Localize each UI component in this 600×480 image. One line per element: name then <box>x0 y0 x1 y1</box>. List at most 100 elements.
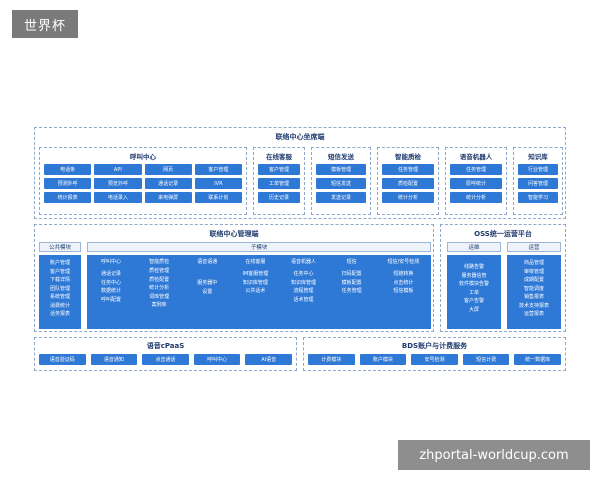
sub-col-title: 短信 <box>346 259 357 265</box>
module-button: 短信发送 <box>316 178 366 189</box>
module-button: 点击通话 <box>142 354 189 365</box>
module-button: AI语音 <box>245 354 292 365</box>
list-item: 短信模板 <box>393 288 414 294</box>
sub-col-title: 语音语通 <box>197 259 218 265</box>
sub-col-title: 短信/安号检测 <box>387 259 420 265</box>
list-item: 系统管理 <box>49 294 70 300</box>
sub-col: 语音机器人 任务中心 知识库管理 流程管理 话术管理 <box>279 255 327 329</box>
module-button: 统计分析 <box>382 192 434 203</box>
module-button: 任务管理 <box>382 164 434 175</box>
seat-box-voice-robot: 语音机器人 任务管理 原呼统计 统计分析 <box>445 147 507 215</box>
module-button: 预测外呼 <box>44 178 92 189</box>
list-item: 点击统计 <box>393 279 414 286</box>
seat-box-sms: 短信发送 模板管理 短信发送 发送记录 <box>311 147 371 215</box>
module-button: 任务管理 <box>450 164 502 175</box>
module-button: 语音验证码 <box>39 354 86 365</box>
module-button: 预览外呼 <box>94 178 142 189</box>
opsb-header: 运营 <box>507 242 561 252</box>
list-item: 运营报表 <box>523 311 544 317</box>
list-item: 话术管理 <box>293 296 314 303</box>
module-button: 呼叫中心 <box>193 354 241 365</box>
list-item: 客户告警 <box>463 298 484 304</box>
list-item: IM客服管理 <box>242 271 269 277</box>
module-button: 原呼统计 <box>450 178 502 189</box>
module-button: 行业管理 <box>518 164 558 175</box>
module-button: 统一数据库 <box>514 354 561 365</box>
sub-col-title: 呼叫中心 <box>101 259 122 265</box>
module-button: 模板管理 <box>316 164 366 175</box>
public-module-header: 公共模块 <box>39 242 81 252</box>
list-item: 消费统计 <box>49 302 70 309</box>
sub-col: 智能质检 质检管理 质检配置 统计分析 词库管理 案例库 <box>135 255 183 329</box>
list-item: 质检配置 <box>149 276 170 283</box>
list-item: 任务管理 <box>341 288 362 294</box>
watermark: zhportal-worldcup.com <box>398 440 590 470</box>
list-item: 模板配置 <box>341 279 362 286</box>
seat-box-quality: 智能质检 任务管理 质检配置 统计分析 <box>377 147 439 215</box>
ops-header: 运维 <box>447 242 501 252</box>
box-title: 语音机器人 <box>459 153 493 161</box>
bds-section: BDS账户与计费服务 计费模块 账户模块 安号检测 短信计费 统一数据库 <box>303 337 566 371</box>
list-item: 流程管理 <box>293 288 314 294</box>
sub-col-title: 在线客服 <box>245 259 266 265</box>
oss-section-title: OSS统一运营平台 <box>474 230 532 238</box>
module-button: 问答管理 <box>518 178 558 189</box>
list-item: 短链转换 <box>393 271 414 277</box>
sub-col-title: 智能质检 <box>149 259 170 265</box>
mgmt-section: 联络中心管理端 公共模块 子模块 账户管理 客户管理 下载详情 团队管理 系统管… <box>34 224 434 332</box>
module-button: API <box>94 164 142 175</box>
cpaas-section: 语音cPaaS 语音验证码 语音通知 点击通话 呼叫中心 AI语音 <box>34 337 297 371</box>
list-item: 客户管理 <box>49 268 70 275</box>
cpaas-section-title: 语音cPaaS <box>146 342 185 350</box>
seat-section-title: 联络中心坐席端 <box>275 133 325 141</box>
list-item: 统计分析 <box>149 285 170 291</box>
box-title: 在线客服 <box>266 153 292 161</box>
list-item: 质检管理 <box>149 268 170 274</box>
box-title: 智能质检 <box>395 153 421 161</box>
list-item: 服务器信管 <box>461 272 487 279</box>
sub-col: 语音语通 服务器中 设置 <box>183 255 231 329</box>
list-item: 下载详情 <box>49 277 70 283</box>
sub-module-panel: 呼叫中心 通话记录 任务中心 数据统计 呼叫配置 智能质检 质检管理 质检配置 … <box>87 255 431 329</box>
module-button: 智能学习 <box>518 192 558 203</box>
module-button: IVR <box>194 178 242 189</box>
list-item: 审核管理 <box>523 268 544 275</box>
module-button: 历史记录 <box>258 192 300 203</box>
list-item: 技术支持报表 <box>518 302 549 309</box>
module-button: 语音通知 <box>90 354 138 365</box>
module-button: 质检配置 <box>382 178 434 189</box>
bds-section-title: BDS账户与计费服务 <box>401 342 468 350</box>
seat-section: 联络中心坐席端 呼叫中心 电话条 API 网页 客户管理 预测外呼 预览外呼 通… <box>34 127 566 219</box>
module-button: 账户模块 <box>359 354 407 365</box>
ops-panel: 线路告警 服务器信管 软件模块告警 工单 客户告警 大屏 <box>447 255 501 329</box>
module-button: 短信计费 <box>462 354 510 365</box>
module-button: 电话条 <box>44 164 92 175</box>
module-button: 客户管理 <box>194 164 242 175</box>
list-item: 扫码配置 <box>341 271 362 277</box>
module-button: 网页 <box>144 164 192 175</box>
sub-col: 短信 扫码配置 模板配置 任务管理 <box>328 255 376 329</box>
list-item: 呼叫配置 <box>101 296 122 303</box>
module-button: 来电弹屏 <box>144 192 192 203</box>
module-button: 通话记录 <box>144 178 192 189</box>
list-item: 团队管理 <box>49 285 70 292</box>
list-item: 话务报表 <box>49 311 70 317</box>
box-title: 短信发送 <box>328 153 354 161</box>
list-item: 服务器中 <box>197 280 218 286</box>
oss-section: OSS统一运营平台 运维 运营 线路告警 服务器信管 软件模块告警 工单 客户告… <box>440 224 566 332</box>
sub-col: 在线客服 IM客服管理 知识库管理 公共话术 <box>231 255 279 329</box>
list-item: 知识库管理 <box>242 279 268 286</box>
module-button: 计费模块 <box>308 354 355 365</box>
list-item: 案例库 <box>151 302 167 308</box>
list-item: 知识库管理 <box>290 279 316 286</box>
corner-tag: 世界杯 <box>12 10 78 38</box>
list-item: 公共话术 <box>245 288 266 294</box>
mgmt-section-title: 联络中心管理端 <box>209 230 259 238</box>
sub-module-header: 子模块 <box>87 242 431 252</box>
list-item: 任务中心 <box>293 271 314 277</box>
module-button: 统计分析 <box>450 192 502 203</box>
list-item: 工单 <box>468 289 479 296</box>
module-button: 联系计划 <box>194 192 242 203</box>
list-item: 软件模块告警 <box>458 281 489 287</box>
list-item: 数据统计 <box>101 288 122 294</box>
